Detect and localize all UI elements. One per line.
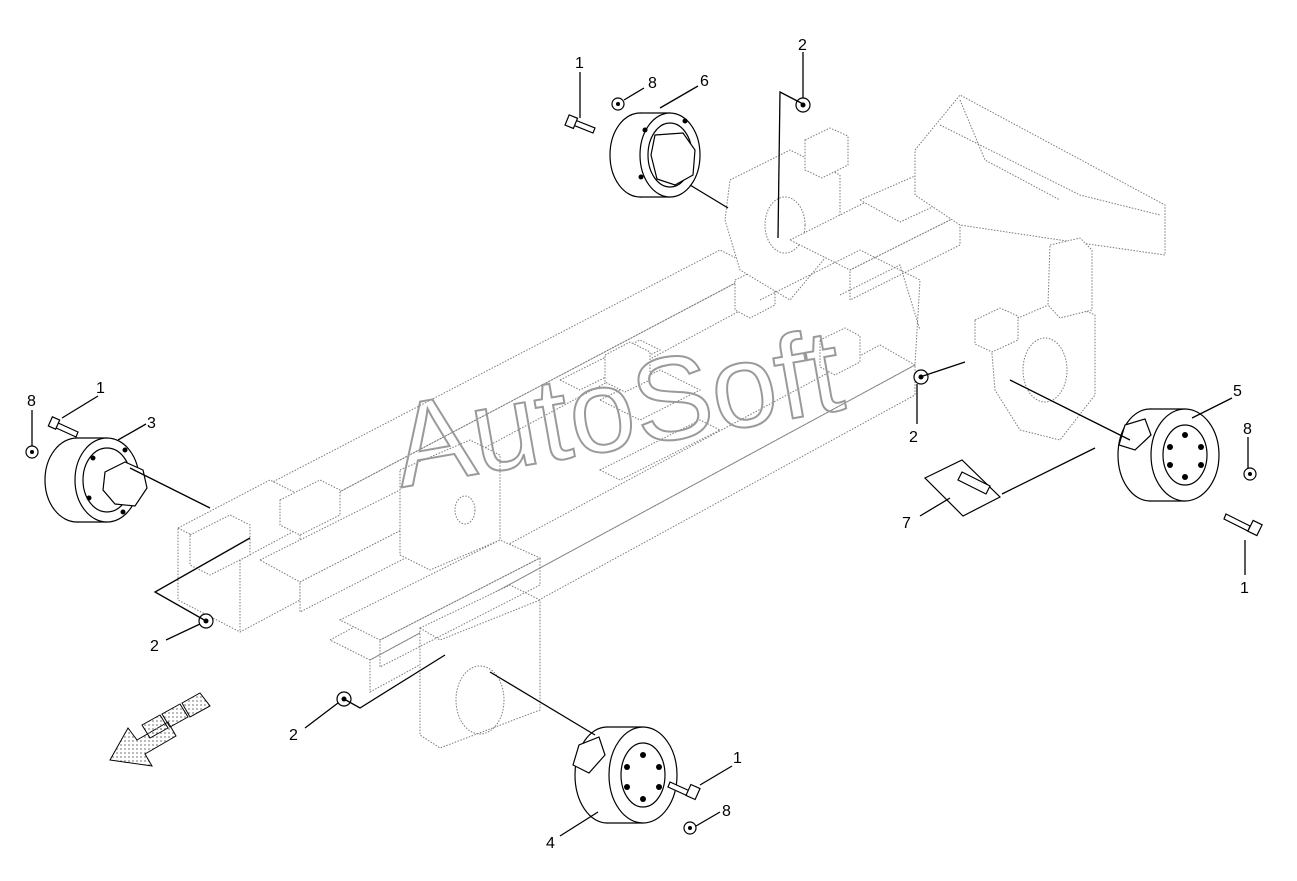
callout-labels: 1 1 1 1 2 2 2 2 3 4 5 6 7 8 8 8 8 (27, 37, 1252, 852)
fasteners (25, 97, 1263, 835)
nut-icon[interactable] (683, 821, 697, 835)
callout-label: 8 (648, 75, 657, 92)
callout-label: 8 (1243, 421, 1252, 438)
callout-label: 7 (902, 515, 911, 532)
callout-label: 2 (798, 37, 807, 54)
callout-label: 2 (909, 429, 918, 446)
nut-icon[interactable] (611, 97, 625, 111)
bolt-icon[interactable] (1223, 513, 1263, 537)
decal-plate[interactable] (923, 459, 1002, 517)
watermark-text: AutoSoft (383, 304, 852, 513)
nut-icon[interactable] (1243, 467, 1257, 481)
callout-label: 1 (1240, 580, 1249, 597)
hub-assembly-6[interactable] (609, 112, 701, 198)
callout-label: 2 (150, 638, 159, 655)
chassis-frame (177, 94, 1166, 749)
direction-arrow-icon (109, 692, 211, 767)
callout-label: 2 (289, 727, 298, 744)
hub-assembly-3[interactable] (44, 437, 148, 523)
callout-label: 3 (147, 415, 156, 432)
callout-label: 6 (700, 73, 709, 90)
callout-label: 8 (27, 393, 36, 410)
callout-label: 4 (546, 835, 555, 852)
callout-label: 8 (722, 803, 731, 820)
hub-assembly-5[interactable] (1117, 408, 1220, 502)
callout-label: 1 (733, 750, 742, 767)
nut-icon[interactable] (25, 445, 39, 459)
callout-label: 1 (575, 55, 584, 72)
bolt-icon[interactable] (667, 781, 701, 801)
callout-label: 1 (96, 380, 105, 397)
bolt-icon[interactable] (564, 114, 596, 134)
callout-label: 5 (1233, 383, 1242, 400)
leader-lines (31, 52, 1249, 837)
nut-icon[interactable] (795, 97, 811, 113)
bolt-icon[interactable] (47, 416, 79, 438)
hub-assembly-4[interactable] (572, 726, 678, 824)
